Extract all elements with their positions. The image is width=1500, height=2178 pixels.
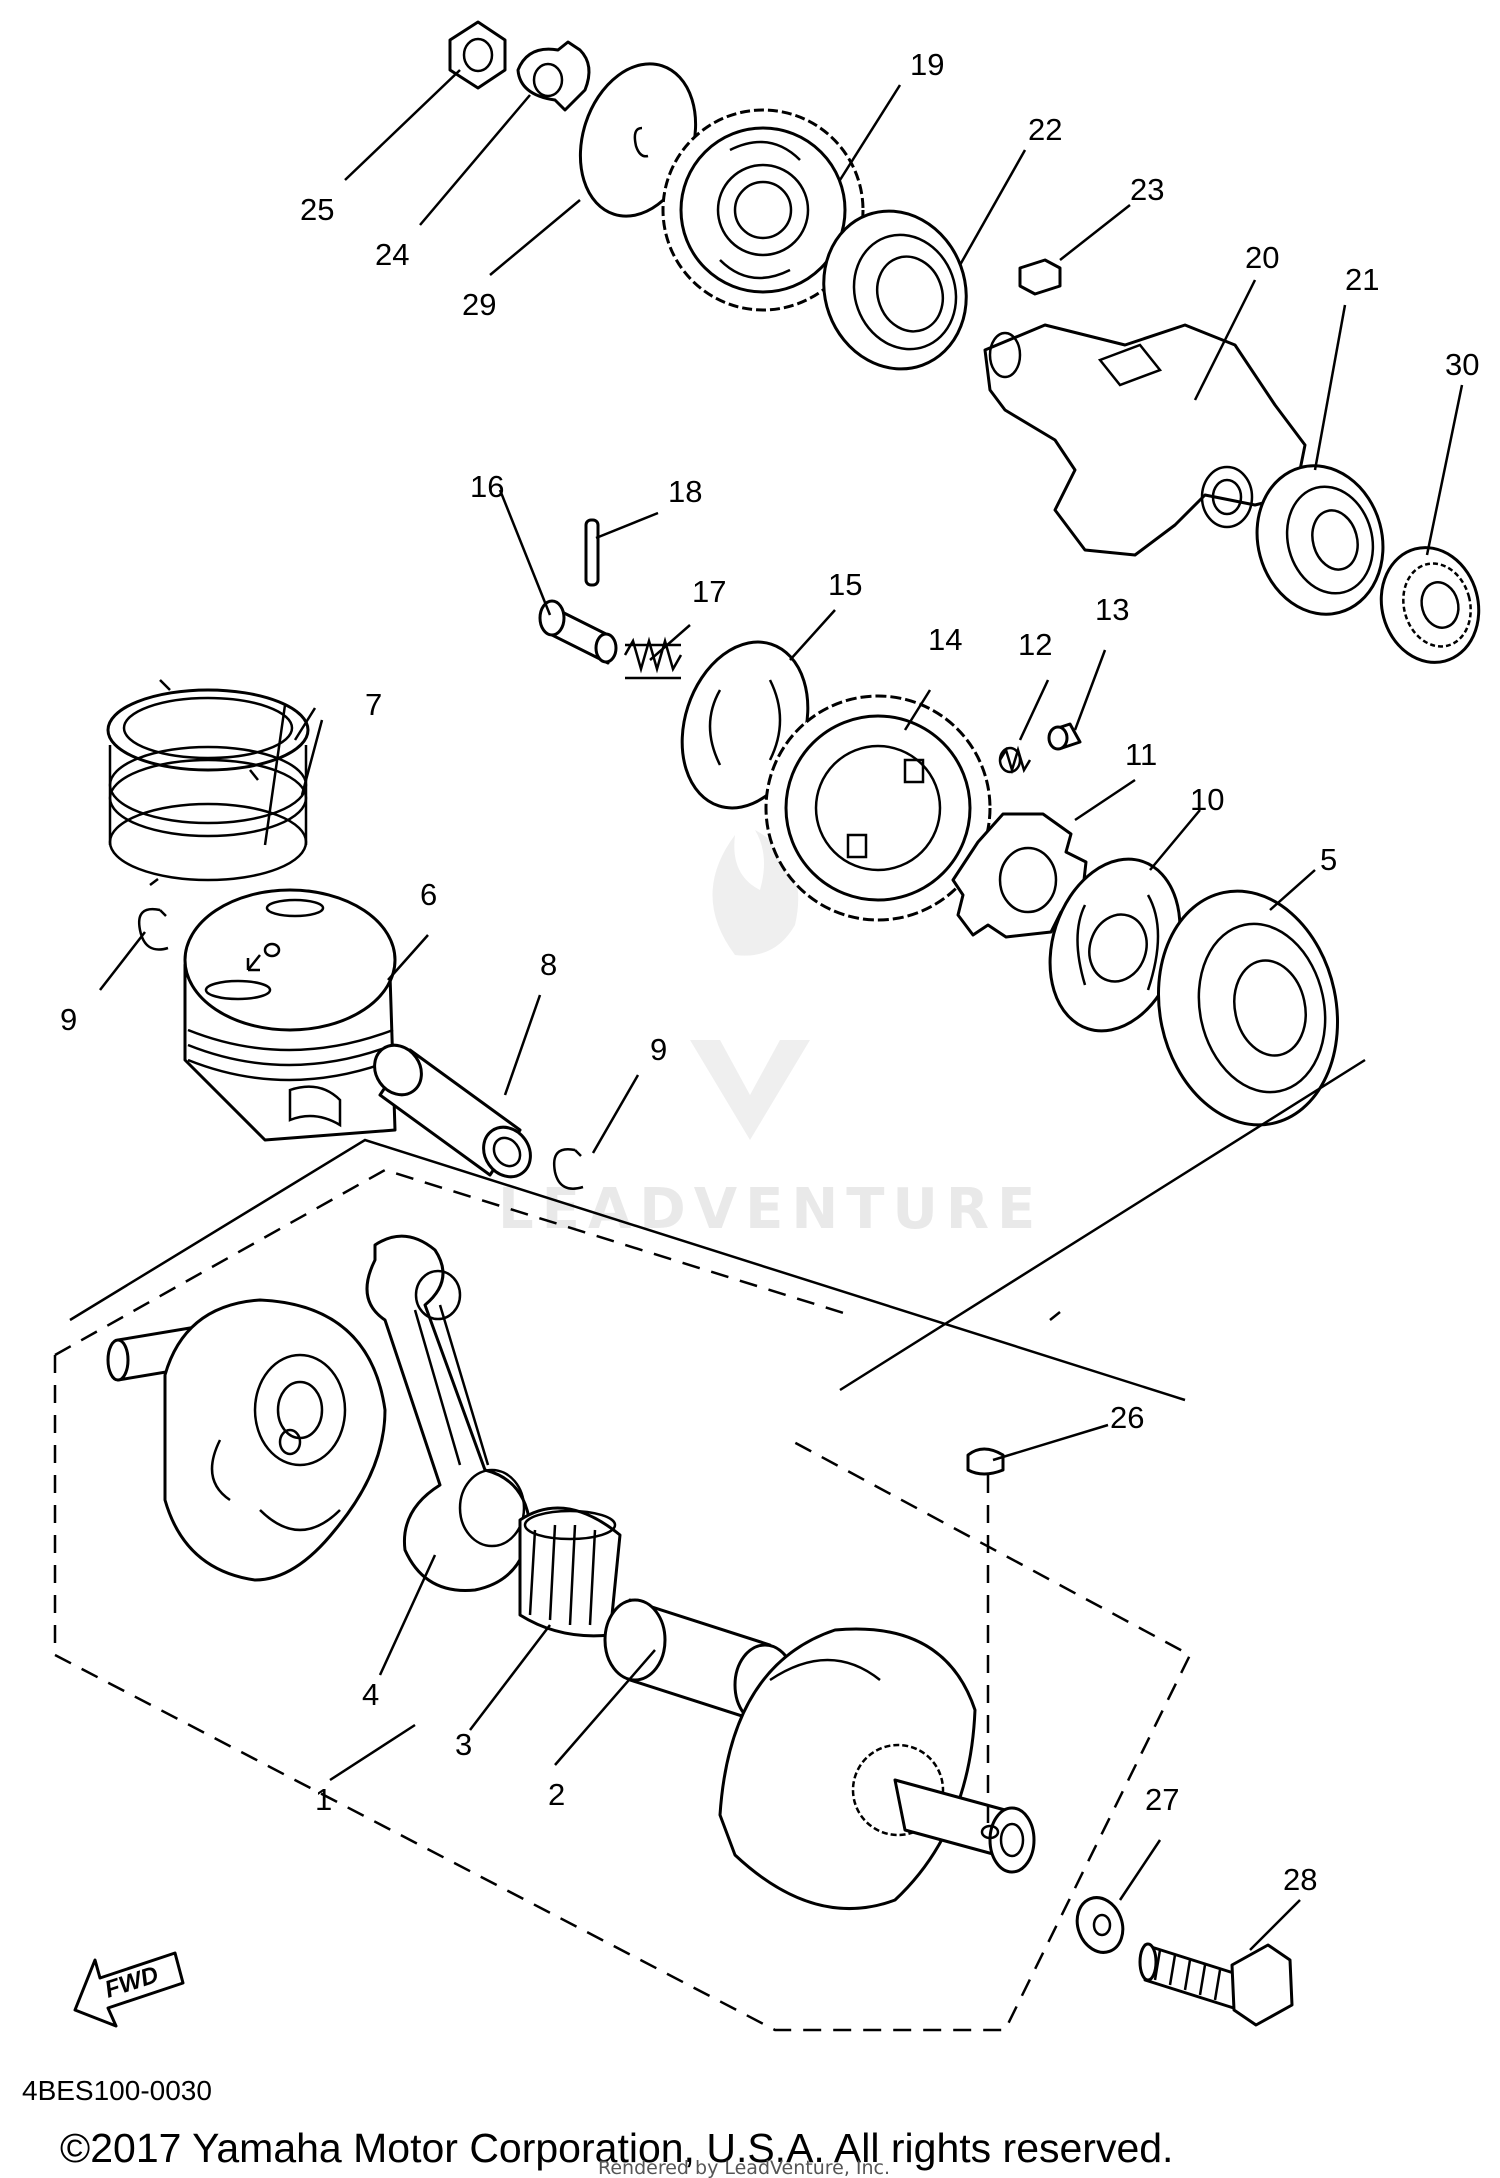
callout-27: 27 [1145, 1782, 1179, 1817]
callout-4: 4 [362, 1677, 379, 1712]
callout-9b: 9 [650, 1032, 667, 1067]
part-25-nut [448, 20, 507, 90]
part-23-key [1018, 258, 1062, 296]
callout-26: 26 [1110, 1400, 1144, 1435]
part-1-crankshaft-left [106, 1298, 387, 1582]
part-28-bolt [1138, 1942, 1294, 2027]
callout-21: 21 [1345, 262, 1379, 297]
callout-5: 5 [1320, 842, 1337, 877]
part-26-woodruff-key [966, 1447, 1005, 1476]
callout-8: 8 [540, 947, 557, 982]
callout-12: 12 [1018, 627, 1052, 662]
callout-24: 24 [375, 237, 409, 272]
callout-29: 29 [462, 287, 496, 322]
part-13-pin [1047, 722, 1082, 751]
callout-17: 17 [692, 574, 726, 609]
part-12-spring [998, 745, 1032, 775]
leadventure-watermark: LEADVENTURE [498, 830, 1035, 1242]
part-27-washer [1075, 1896, 1125, 1954]
callout-16: 16 [470, 469, 504, 504]
part-20-balancer-shaft [983, 323, 1307, 557]
callout-22: 22 [1028, 112, 1062, 147]
callout-15: 15 [828, 567, 862, 602]
part-18-pin [584, 518, 600, 587]
part-6-piston [183, 888, 397, 1142]
callout-1: 1 [315, 1782, 332, 1817]
callout-10: 10 [1190, 782, 1224, 817]
callout-11: 11 [1125, 737, 1157, 772]
diagram-code: 4BES100-0030 [22, 2075, 212, 2106]
callout-labels: 1 2 3 4 5 6 7 8 9 9 10 11 12 13 14 15 16… [60, 47, 1479, 1897]
part-8-piston-pin [373, 1043, 532, 1179]
part-22-bearing [822, 209, 968, 371]
part-16-plunger [538, 599, 618, 665]
callout-3: 3 [455, 1727, 472, 1762]
part-3-needle-bearing [518, 1506, 622, 1638]
callout-9a: 9 [60, 1002, 77, 1037]
callout-30: 30 [1445, 347, 1479, 382]
part-7-piston-rings [106, 679, 310, 886]
callout-28: 28 [1283, 1862, 1317, 1897]
callout-14: 14 [928, 622, 962, 657]
part-30-needle-bearing [1379, 546, 1481, 664]
part-1-crankshaft-right [718, 1627, 1036, 1911]
part-9-circlip-left [137, 907, 169, 951]
callout-13: 13 [1095, 592, 1129, 627]
part-19-gear [661, 108, 865, 312]
callout-7: 7 [365, 687, 382, 722]
part-4-connecting-rod [365, 1234, 532, 1592]
callout-23: 23 [1130, 172, 1164, 207]
callout-18: 18 [668, 474, 702, 509]
callout-2: 2 [548, 1777, 565, 1812]
callout-19: 19 [910, 47, 944, 82]
callout-6: 6 [420, 877, 437, 912]
callout-20: 20 [1245, 240, 1279, 275]
assembly-outline [53, 1058, 1366, 2032]
part-21-bearing [1255, 464, 1385, 616]
part-17-spring [623, 636, 683, 680]
copyright-text: ©2017 Yamaha Motor Corporation, U.S.A. A… [60, 2125, 1173, 2171]
callout-25: 25 [300, 192, 334, 227]
part-24-lock-washer [516, 40, 591, 112]
leader-lines [99, 69, 1464, 1951]
rendered-by-text: Rendered by LeadVenture, Inc. [598, 2157, 890, 2178]
forward-arrow-icon: FWD [73, 1951, 185, 2028]
part-9-circlip-right [552, 1148, 584, 1190]
part-5-bearing [1156, 889, 1340, 1127]
part-14-gear [764, 694, 992, 922]
